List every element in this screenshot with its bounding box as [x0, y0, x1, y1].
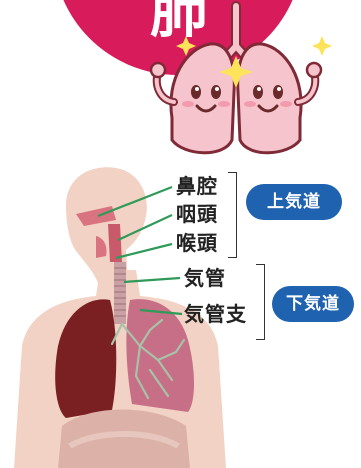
upper-airway-bracket	[228, 172, 237, 258]
lower-airway-badge: 下気道	[272, 286, 354, 322]
page-title: 肺	[150, 0, 209, 40]
label-trachea: 気管	[184, 268, 226, 288]
label-bronchi: 気管支	[184, 304, 247, 324]
label-larynx: 喉頭	[176, 233, 218, 253]
lower-airway-bracket	[256, 264, 265, 340]
upper-airway-badge: 上気道	[246, 184, 342, 220]
label-nasal-cavity: 鼻腔	[176, 176, 218, 196]
label-pharynx: 咽頭	[176, 204, 218, 224]
